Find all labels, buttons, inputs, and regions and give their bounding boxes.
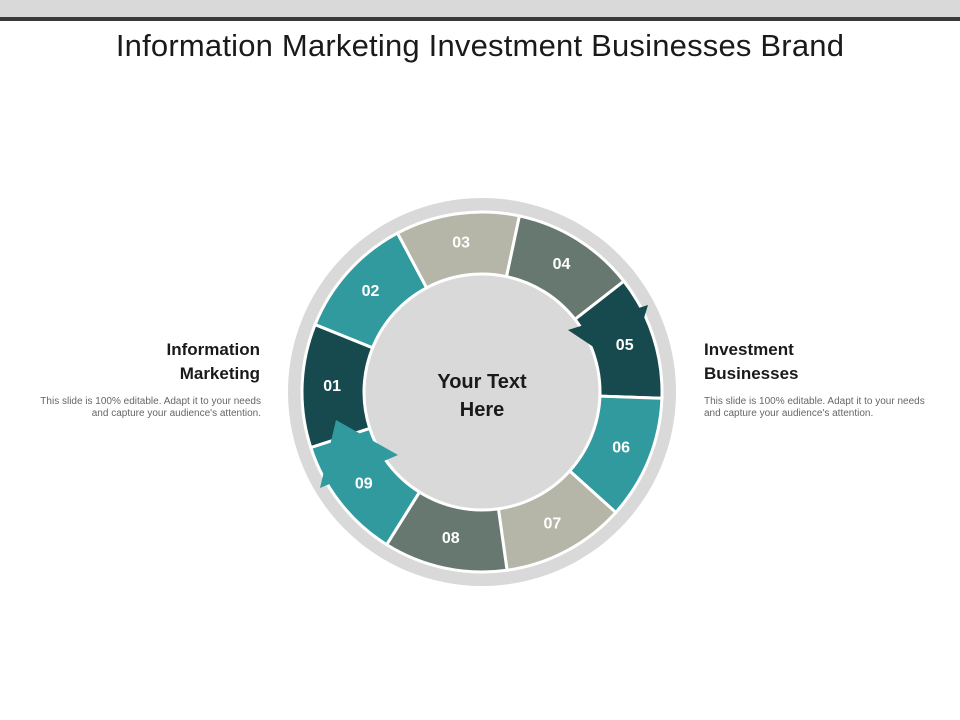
arrow-head-05-icon (568, 305, 648, 370)
segment-label-07: 07 (544, 516, 562, 533)
right-body-text: This slide is 100% editable. Adapt it to… (704, 396, 925, 419)
left-body-text: This slide is 100% editable. Adapt it to… (40, 396, 261, 419)
segment-label-04: 04 (553, 256, 571, 273)
segment-label-09: 09 (355, 476, 373, 493)
segment-label-08: 08 (442, 530, 460, 547)
right-heading: Investment Businesses (704, 338, 924, 386)
center-text-line2: Here (459, 399, 505, 421)
page-title: Information Marketing Investment Busines… (115, 28, 845, 63)
top-rule (0, 17, 960, 21)
left-heading: Information Marketing (40, 338, 261, 386)
center-text-line1: Your Text (437, 371, 527, 393)
left-heading-line2: Marketing (179, 364, 260, 383)
arrow-head-09-icon (320, 420, 398, 488)
segment-label-02: 02 (362, 283, 380, 300)
segment-label-05: 05 (616, 337, 634, 354)
segment-label-03: 03 (452, 235, 470, 252)
segment-label-01: 01 (323, 378, 341, 395)
top-bar (0, 0, 960, 17)
segment-label-06: 06 (612, 439, 630, 456)
right-heading-line2: Businesses (704, 364, 799, 383)
right-heading-line1: Investment (704, 340, 794, 359)
left-heading-line1: Information (166, 340, 261, 359)
center-text[interactable]: Your Text Here (402, 368, 562, 424)
